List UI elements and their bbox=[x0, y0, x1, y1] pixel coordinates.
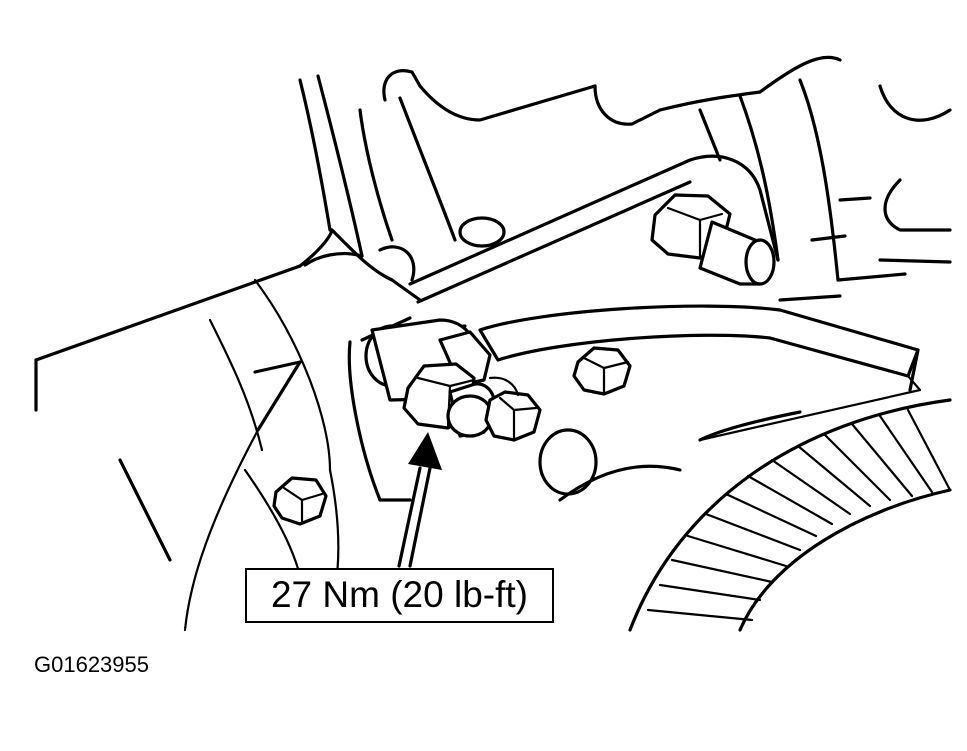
coolant-tube bbox=[478, 304, 922, 442]
flywheel-ring-gear bbox=[558, 398, 952, 632]
bolt-hole-upper bbox=[458, 216, 506, 248]
bracket-bolt-upper bbox=[650, 193, 776, 286]
housing-boss bbox=[378, 245, 416, 282]
block-bolt-lower bbox=[272, 476, 328, 526]
access-hole-lower bbox=[538, 428, 598, 496]
support-bracket bbox=[347, 154, 780, 502]
bracket-bolt-middle bbox=[572, 346, 632, 396]
figure-id: G01623955 bbox=[34, 652, 149, 677]
torque-spec-callout: 27 Nm (20 lb-ft) bbox=[245, 568, 554, 623]
arrow-up-icon bbox=[397, 432, 442, 568]
upper-housing bbox=[298, 55, 952, 302]
mount-bolt-assembly bbox=[364, 318, 542, 442]
